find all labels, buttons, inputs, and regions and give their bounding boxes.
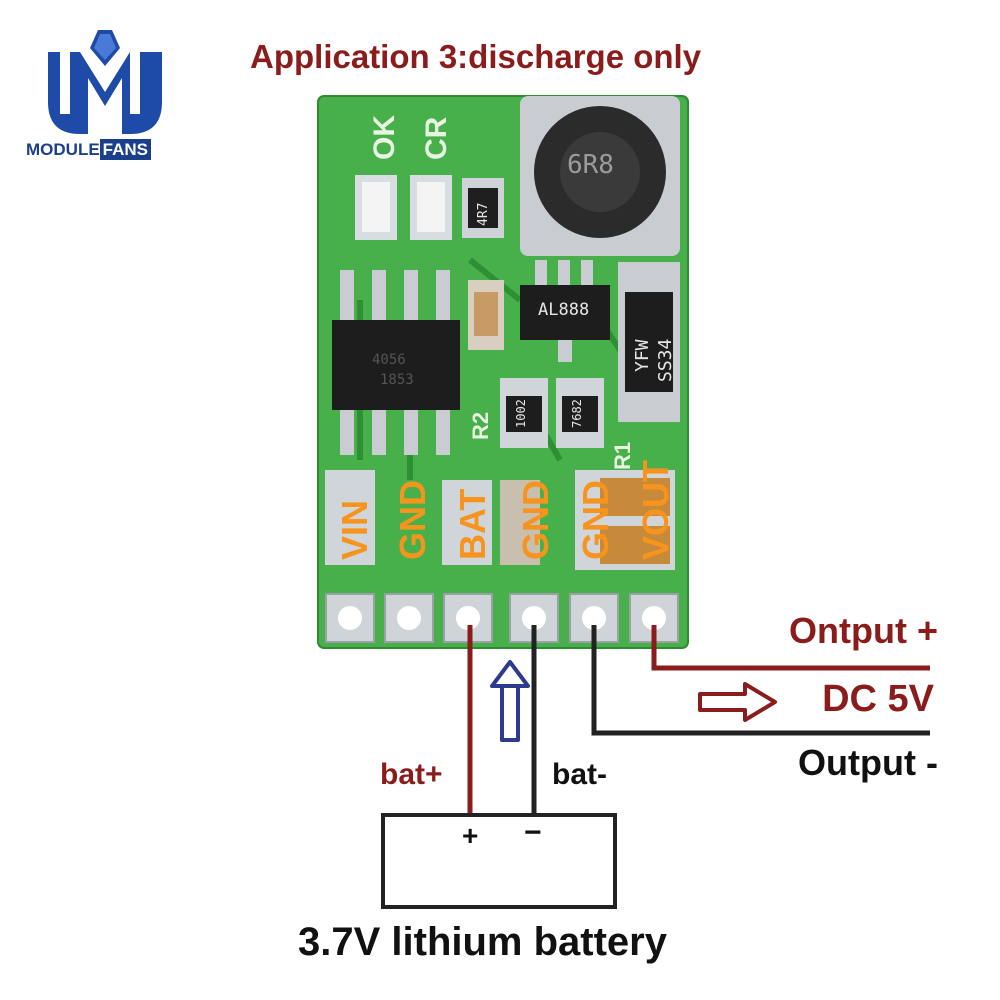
pad-vin bbox=[325, 470, 375, 565]
modulefans-logo bbox=[48, 30, 162, 134]
silk-ok: OK bbox=[368, 115, 401, 160]
wire-output-plus bbox=[651, 625, 930, 671]
output-minus-label: Output - bbox=[798, 742, 938, 783]
silk-r1: R1 bbox=[610, 441, 635, 470]
pad-bat bbox=[442, 480, 492, 565]
wire-output-minus bbox=[591, 625, 930, 736]
pin-label-vout: VOUT bbox=[635, 459, 676, 560]
pin-label-gnd-3: GND bbox=[575, 480, 616, 560]
battery-minus-sign: − bbox=[524, 816, 542, 849]
diode-marking-2: SS34 bbox=[655, 338, 676, 382]
logo-text-module: MODULE bbox=[26, 140, 100, 159]
charger-marking-2: 1853 bbox=[380, 372, 414, 388]
pin-label-vin: VIN bbox=[334, 499, 375, 560]
pin-label-gnd-1: GND bbox=[392, 480, 433, 560]
charger-ic bbox=[332, 320, 460, 410]
bat-plus-label: bat+ bbox=[380, 758, 443, 791]
battery-label: 3.7V lithium battery bbox=[298, 920, 667, 964]
arrow-right-icon bbox=[698, 682, 777, 722]
dc-voltage-label: DC 5V bbox=[822, 678, 934, 720]
silk-r2: R2 bbox=[468, 411, 493, 440]
resistor-4r7-marking: 4R7 bbox=[476, 202, 491, 226]
battery-plus-sign: + bbox=[462, 820, 479, 851]
diagram-title: Application 3:discharge only bbox=[250, 38, 702, 75]
diode-marking-1: YFW bbox=[632, 339, 653, 372]
battery-box bbox=[381, 813, 617, 909]
pin-label-gnd-2: GND bbox=[515, 480, 556, 560]
inductor-marking: 6R8 bbox=[567, 150, 614, 180]
regulator-ic bbox=[520, 285, 610, 340]
arrow-up-icon bbox=[490, 660, 530, 742]
silk-cr: CR bbox=[420, 116, 453, 160]
output-plus-label: Ontput + bbox=[789, 610, 938, 651]
diode-ss34 bbox=[625, 292, 673, 392]
charger-marking-1: 4056 bbox=[372, 352, 406, 368]
logo-text-fans: FANS bbox=[99, 139, 152, 160]
resistor-7682-marking: 7682 bbox=[570, 399, 584, 428]
cap-mid bbox=[500, 480, 540, 565]
regulator-marking: AL888 bbox=[538, 300, 590, 320]
pin-label-bat: BAT bbox=[452, 488, 493, 560]
bat-minus-label: bat- bbox=[552, 758, 607, 791]
resistor-1002-marking: 1002 bbox=[514, 399, 528, 428]
